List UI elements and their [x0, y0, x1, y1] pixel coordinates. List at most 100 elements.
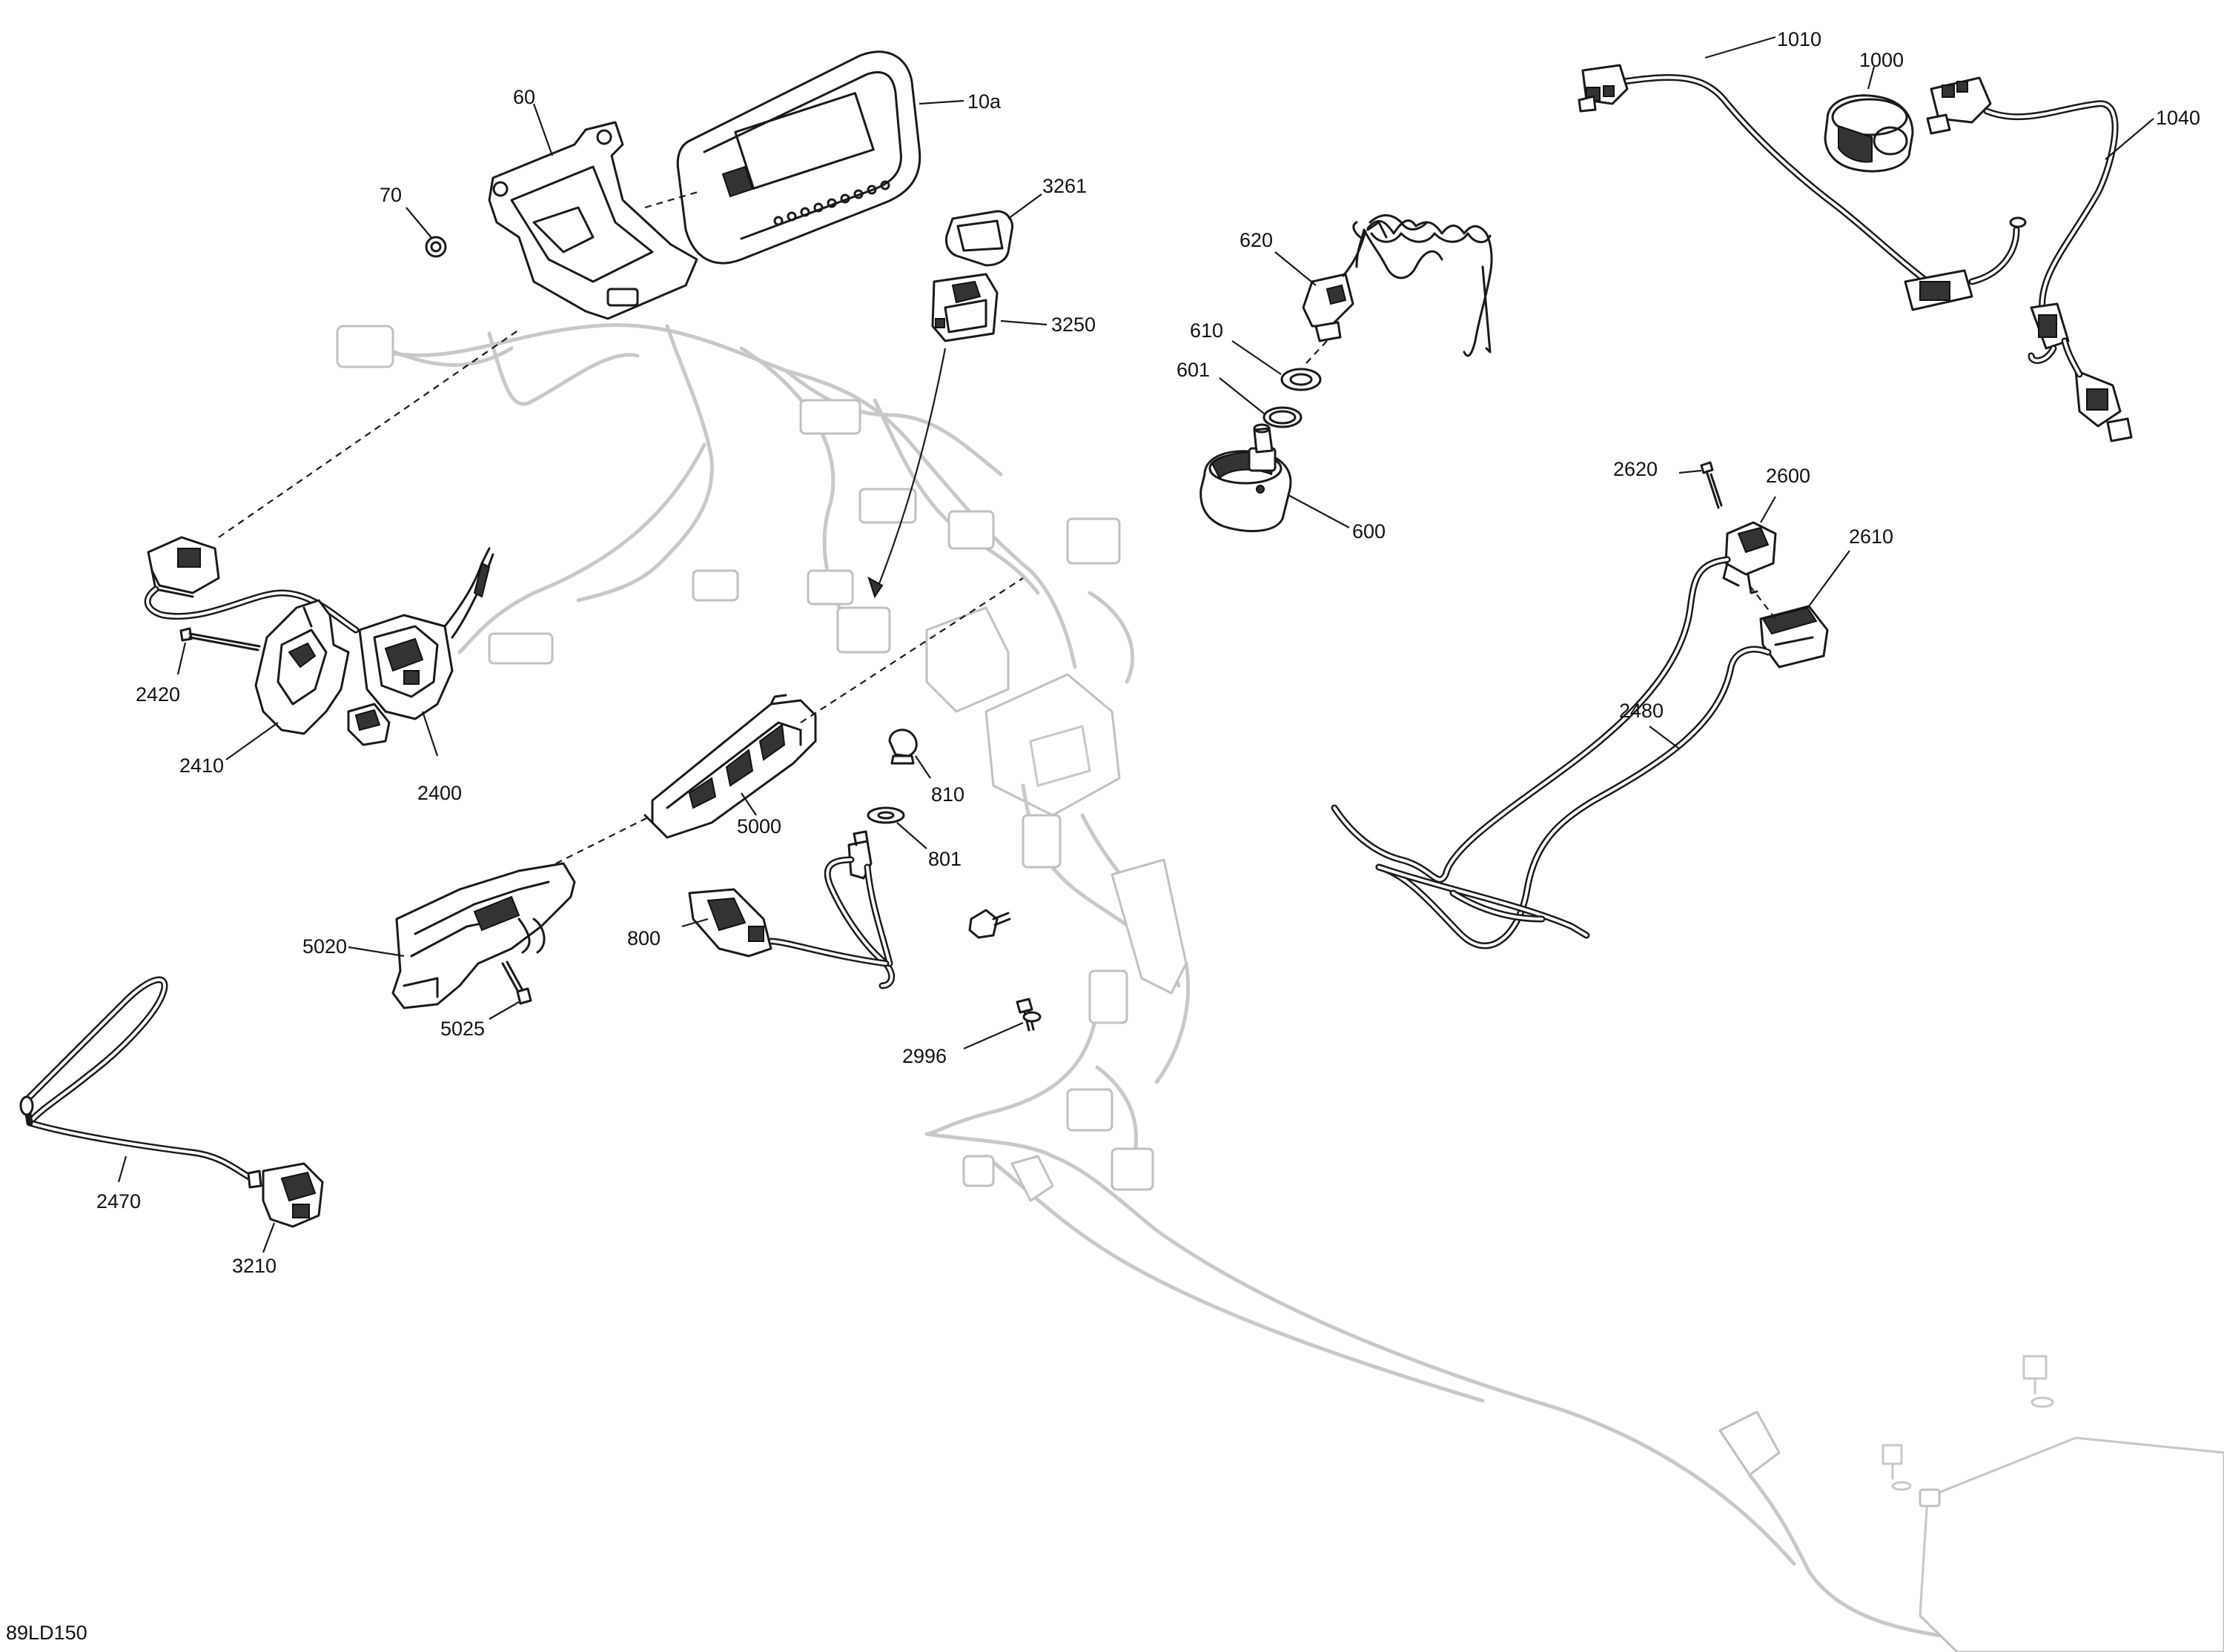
leader-line — [489, 1001, 520, 1020]
alignment-line — [1749, 585, 1776, 620]
harness-connector-ghost — [488, 632, 554, 665]
callout-5020: 5020 — [302, 935, 347, 958]
leader-line — [1000, 319, 1048, 326]
harness-connector-ghost — [836, 606, 891, 654]
callout-2400: 2400 — [417, 782, 462, 804]
harness-connector-ghost — [1066, 1088, 1113, 1132]
connector-3210[interactable] — [262, 1162, 324, 1228]
sensor-harness-800[interactable] — [688, 830, 896, 989]
harness-1040[interactable] — [1926, 76, 2133, 442]
screw-2620[interactable] — [1700, 461, 1723, 509]
switch-housing-2410[interactable] — [254, 599, 350, 735]
terminal-boot-ghost — [1010, 1155, 1054, 1202]
retaining-ring-610[interactable] — [1280, 368, 1322, 391]
harness-connector-ghost — [1022, 814, 1062, 869]
leader-line — [406, 207, 433, 239]
safety-lanyard-620[interactable] — [1302, 214, 1493, 357]
nut-70[interactable] — [425, 236, 447, 258]
bolt[interactable] — [968, 909, 1011, 939]
leader-line — [741, 792, 757, 816]
connector-2600[interactable] — [1722, 521, 1777, 594]
column-bracket-ghost — [984, 673, 1121, 817]
leader-line — [1808, 550, 1850, 607]
relay-block-ghost — [925, 606, 1010, 713]
leader-line — [1678, 469, 1702, 474]
harness-connector-ghost — [1066, 517, 1121, 565]
harness-connector-ghost — [799, 399, 861, 435]
leader-line — [1288, 494, 1350, 528]
leader-line — [1649, 726, 1680, 749]
switch-lens-3261[interactable] — [944, 210, 1014, 267]
harness-connector-ghost — [336, 325, 394, 368]
leader-line — [1231, 340, 1282, 375]
leader-line — [225, 722, 279, 760]
leader-line — [896, 822, 927, 849]
leader-line — [262, 1222, 276, 1253]
callout-2610: 2610 — [1849, 525, 1893, 548]
connector-2610[interactable] — [1759, 605, 1829, 669]
harness-connector-ghost — [807, 569, 854, 606]
leader-line — [348, 946, 405, 958]
callout-2420: 2420 — [136, 683, 180, 706]
alignment-line — [218, 329, 520, 538]
leader-line — [1274, 251, 1317, 286]
screw-5025[interactable] — [501, 961, 532, 1005]
screw-2420[interactable] — [179, 627, 261, 651]
washer-801[interactable] — [867, 806, 905, 824]
callout-3250: 3250 — [1051, 314, 1096, 336]
alignment-line — [644, 190, 701, 209]
leader-line — [176, 642, 187, 675]
callout-3261: 3261 — [1042, 175, 1087, 197]
callout-801: 801 — [928, 848, 962, 870]
alignment-line — [1305, 340, 1328, 364]
leader-line — [681, 918, 709, 928]
callout-1040: 1040 — [2156, 107, 2200, 129]
leader-line — [117, 1155, 128, 1183]
leader-line — [1007, 193, 1042, 219]
leader-line — [421, 711, 439, 757]
callout-2480: 2480 — [1619, 700, 1664, 722]
callout-600: 600 — [1352, 520, 1386, 543]
callout-2620: 2620 — [1613, 458, 1658, 480]
cap-810[interactable] — [888, 729, 918, 765]
gauge-cluster[interactable] — [676, 50, 921, 265]
accessory-outlet-1000[interactable] — [1824, 94, 1914, 173]
harness-connector-ghost — [962, 1155, 995, 1187]
callout-601: 601 — [1176, 359, 1210, 381]
handlebar-switch-2400[interactable] — [347, 547, 494, 746]
callout-1010: 1010 — [1777, 28, 1821, 50]
callout-60: 60 — [513, 86, 535, 108]
callout-810: 810 — [931, 783, 964, 806]
cluster-support-bracket[interactable] — [488, 121, 698, 320]
terminal-boot-ghost — [1718, 1410, 1781, 1476]
harness-connector-ghost — [1088, 969, 1128, 1024]
leader-line — [532, 103, 554, 156]
callout-5000: 5000 — [737, 815, 781, 837]
o-ring-601[interactable] — [1262, 406, 1303, 428]
callout-10a: 10a — [967, 90, 1002, 113]
callout-2996: 2996 — [902, 1045, 947, 1067]
harness-connector-ghost — [858, 488, 917, 524]
rocker-switch-3250[interactable] — [931, 273, 999, 342]
leader-line — [1760, 496, 1776, 523]
control-module-5000[interactable] — [643, 694, 817, 839]
leader-line — [1704, 36, 1776, 59]
dess-post-600[interactable] — [1199, 423, 1292, 533]
bracket-5020[interactable] — [391, 862, 576, 1009]
harness-1010[interactable] — [1578, 64, 2027, 311]
alignment-line — [800, 577, 1024, 723]
harness-connector-ghost — [947, 510, 995, 550]
harness-connector-ghost — [692, 569, 739, 602]
callout-2600: 2600 — [1766, 465, 1810, 487]
leader-line — [919, 99, 964, 105]
leader-line — [915, 755, 931, 779]
harness-2480[interactable] — [1331, 556, 1772, 949]
harness-2470[interactable] — [19, 976, 262, 1189]
callout-610: 610 — [1190, 319, 1223, 342]
callout-620: 620 — [1240, 229, 1273, 251]
leader-line — [963, 1021, 1024, 1050]
battery-ghost — [1882, 1355, 2224, 1652]
callout-5025: 5025 — [440, 1018, 485, 1040]
bolt-2996[interactable] — [1016, 998, 1042, 1032]
alignment-line — [555, 815, 653, 864]
